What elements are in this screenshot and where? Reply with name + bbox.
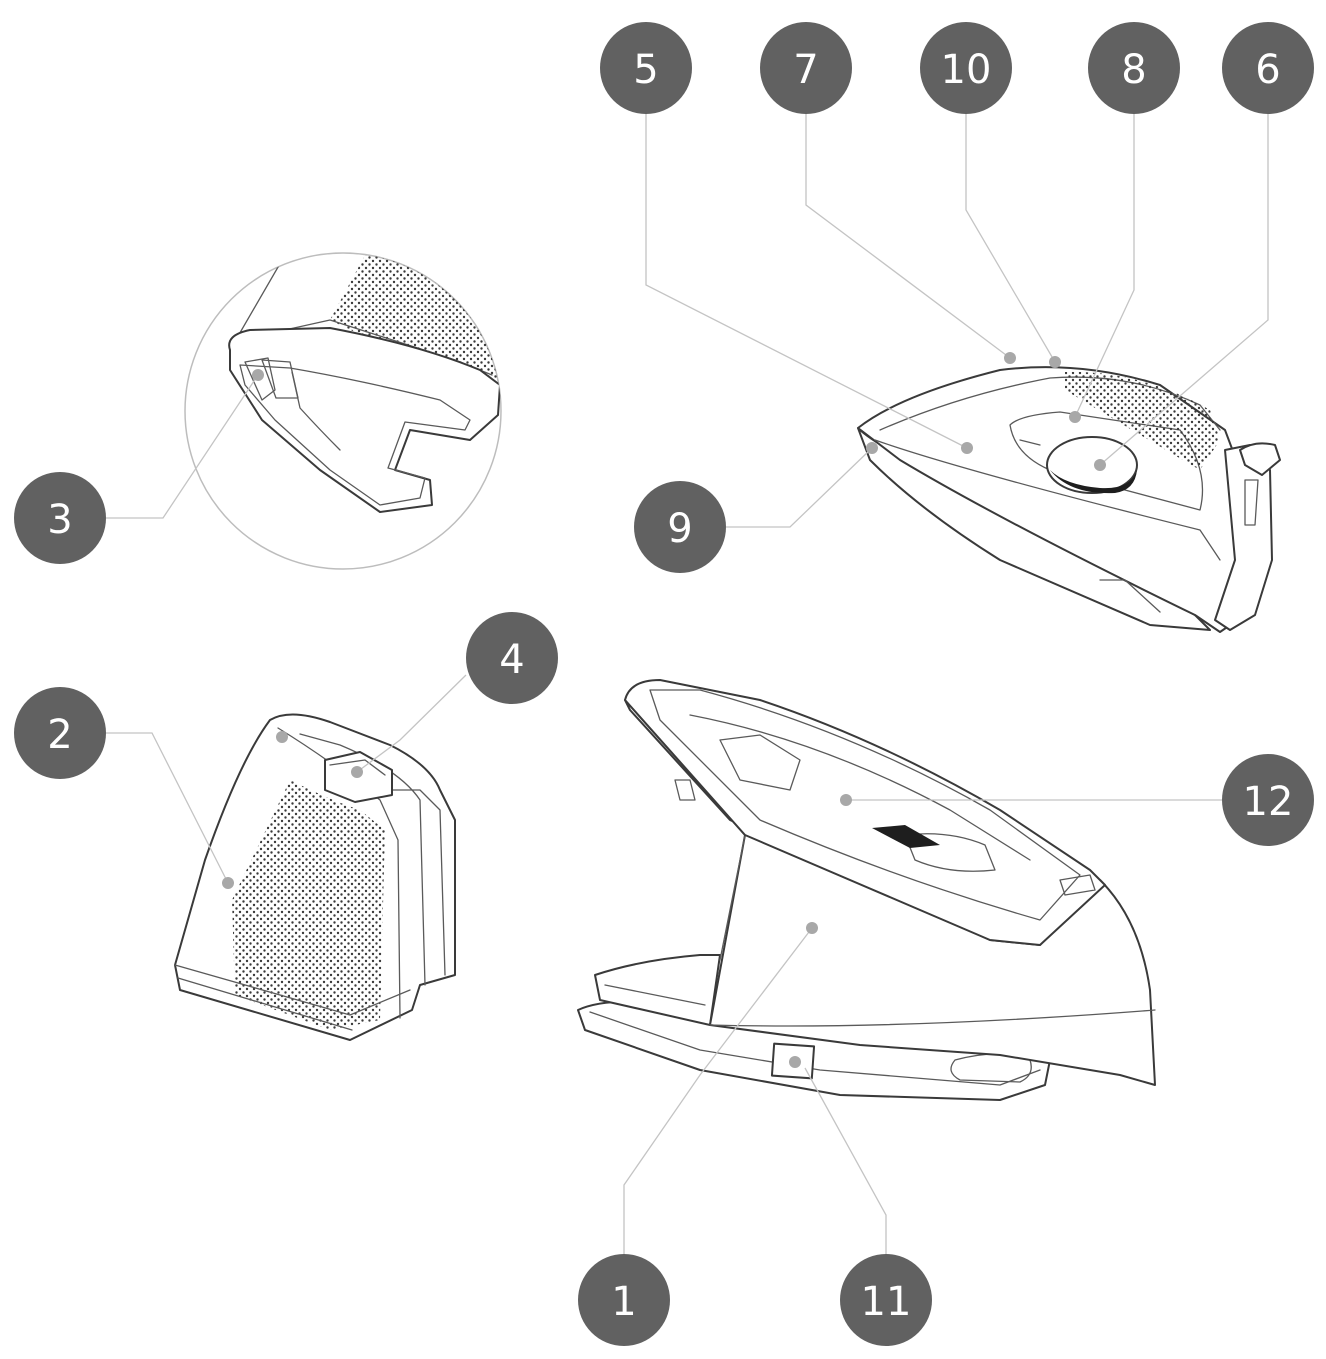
callout-6-leader-line [1099,114,1269,466]
callout-2-badge [14,687,106,779]
callout-3: 3 [14,369,264,564]
callout-9-number: 9 [667,506,692,552]
water-tank [174,713,456,1041]
callout-8-leader-line [1074,114,1135,418]
callout-4-badge [466,612,558,704]
callout-11-leader-line [804,1067,887,1255]
callout-6-badge [1222,22,1314,114]
callout-6-number: 6 [1255,47,1280,93]
callout-4-number: 4 [499,637,524,683]
callout-9: 9 [634,442,878,573]
callout-7-badge [760,22,852,114]
callout-2-number: 2 [47,712,72,758]
callout-2: 2 [14,687,234,889]
base-station [577,679,1156,1101]
callout-5-anchor-dot [961,442,973,454]
callout-3-badge [14,472,106,564]
callout-8-anchor-dot [1069,411,1081,423]
callout-8-number: 8 [1121,47,1146,93]
callout-11-anchor-dot [789,1056,801,1068]
callout-11: 11 [789,1056,932,1346]
callout-10-anchor-dot [1049,356,1061,368]
callout-8-badge [1088,22,1180,114]
callout-7-anchor-dot [1004,352,1016,364]
callout-4-leader-line [356,674,467,773]
zoom-inset [184,252,502,570]
callout-9-badge [634,481,726,573]
callout-12-anchor-dot [840,794,852,806]
callout-1-number: 1 [611,1279,636,1325]
callout-7-number: 7 [793,47,818,93]
callout-10-badge [920,22,1012,114]
callout-3-anchor-dot [252,369,264,381]
callout-4-anchor-dot [351,766,363,778]
callout-9-leader-line [726,447,873,528]
callout-7-leader-line [805,114,1011,359]
callout-9-anchor-dot [866,442,878,454]
callout-12: 12 [840,754,1314,846]
callout-12-badge [1222,754,1314,846]
callout-7: 7 [760,22,1016,364]
iron [857,366,1281,633]
callout-3-leader-line [106,374,259,519]
callout-10: 10 [920,22,1061,368]
callout-5-number: 5 [633,47,658,93]
callout-12-number: 12 [1243,779,1294,825]
callout-5-leader-line [645,114,968,449]
callout-6: 6 [1094,22,1314,471]
callout-1-leader-line [623,927,813,1255]
callout-6-anchor-dot [1094,459,1106,471]
callout-1-badge [578,1254,670,1346]
callout-1: 1 [578,922,818,1346]
callout-10-number: 10 [941,47,992,93]
callout-3-number: 3 [47,497,72,543]
callout-4: 4 [351,612,558,778]
callout-2-leader-line [106,732,229,884]
callout-5-badge [600,22,692,114]
callout-5: 5 [600,22,973,454]
callout-11-badge [840,1254,932,1346]
callout-11-number: 11 [861,1279,912,1325]
callout-1-anchor-dot [806,922,818,934]
callout-10-leader-line [965,114,1056,363]
callout-2-anchor-dot [222,877,234,889]
callout-8: 8 [1069,22,1180,423]
